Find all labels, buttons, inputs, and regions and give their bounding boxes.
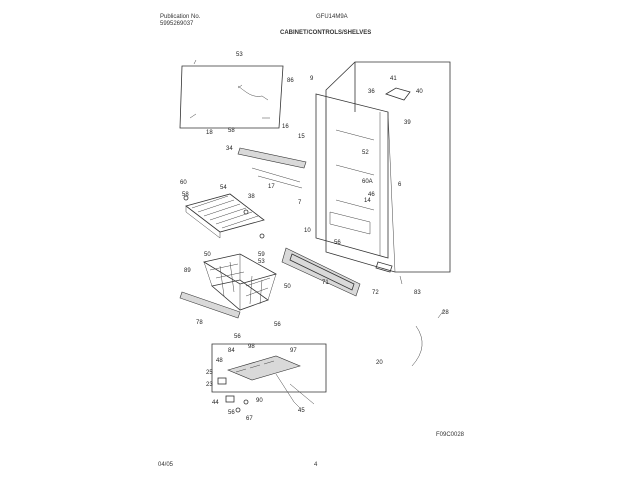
callout: 7 (298, 200, 302, 206)
callout: 45 (298, 408, 305, 414)
callout: 60A (362, 179, 373, 185)
callout: 59 (258, 252, 265, 258)
callout: 54 (220, 185, 227, 191)
model-number: GFU14M9A (316, 14, 348, 20)
footer-page: 4 (314, 462, 318, 468)
door-bin (281, 247, 361, 297)
callout: 39 (404, 120, 411, 126)
callout: 10 (304, 228, 311, 234)
callout: 34 (226, 146, 233, 152)
callout: 56 (228, 410, 235, 416)
callout: 60 (180, 180, 187, 186)
callout: 86 (287, 78, 294, 84)
door-outline (411, 309, 445, 367)
basket (202, 253, 278, 311)
publication-number: 5995269037 (160, 21, 194, 27)
figure-code: F09C0028 (436, 432, 465, 438)
callout: 89 (184, 268, 191, 274)
callout-labels: 53 86 9 41 36 40 39 18 58 16 15 52 34 17… (180, 52, 449, 422)
callout: 46 (368, 192, 375, 198)
callout: 48 (216, 358, 223, 364)
slide-rail (179, 291, 241, 319)
callout: 38 (248, 194, 255, 200)
callout: 6 (398, 182, 402, 188)
callout: 58 (182, 192, 189, 198)
callout: 17 (268, 184, 275, 190)
callout: 50 (284, 284, 291, 290)
callout: 50 (204, 252, 211, 258)
callout: 72 (372, 290, 379, 296)
callout: 83 (414, 290, 421, 296)
callout: 56 (334, 240, 341, 246)
callout: 97 (290, 348, 297, 354)
callout: 78 (196, 320, 203, 326)
callout: 53 (236, 52, 243, 58)
callout: 20 (376, 360, 383, 366)
callout: 36 (368, 89, 375, 95)
callout: 52 (362, 150, 369, 156)
callout: 71 (322, 280, 329, 286)
callout: 9 (310, 76, 314, 82)
callout: 18 (206, 130, 213, 136)
callout: 67 (246, 416, 253, 422)
callout: 53 (258, 259, 265, 265)
callout: 98 (248, 344, 255, 350)
callout: 25 (206, 370, 213, 376)
callout: 90 (256, 398, 263, 404)
cabinet-body (315, 61, 451, 273)
callout: 41 (390, 76, 397, 82)
callout: 14 (364, 198, 371, 204)
callout: 44 (212, 400, 219, 406)
callout: 56 (274, 322, 281, 328)
lower-hinge (375, 261, 403, 285)
publication-label: Publication No. (160, 14, 201, 20)
wire-shelf (183, 193, 265, 239)
callout: 58 (228, 128, 235, 134)
callout: 15 (298, 134, 305, 140)
callout: 56 (234, 334, 241, 340)
section-title: CABINET/CONTROLS/SHELVES (280, 30, 372, 36)
callout: 40 (416, 89, 423, 95)
top-panel (179, 59, 284, 129)
shelf-trim (237, 147, 307, 189)
callout: 23 (206, 382, 213, 388)
callout: 16 (282, 124, 289, 130)
callout: 28 (442, 310, 449, 316)
callout: 84 (228, 348, 235, 354)
footer-date: 04/05 (158, 462, 174, 468)
control-box-inset (211, 343, 327, 413)
